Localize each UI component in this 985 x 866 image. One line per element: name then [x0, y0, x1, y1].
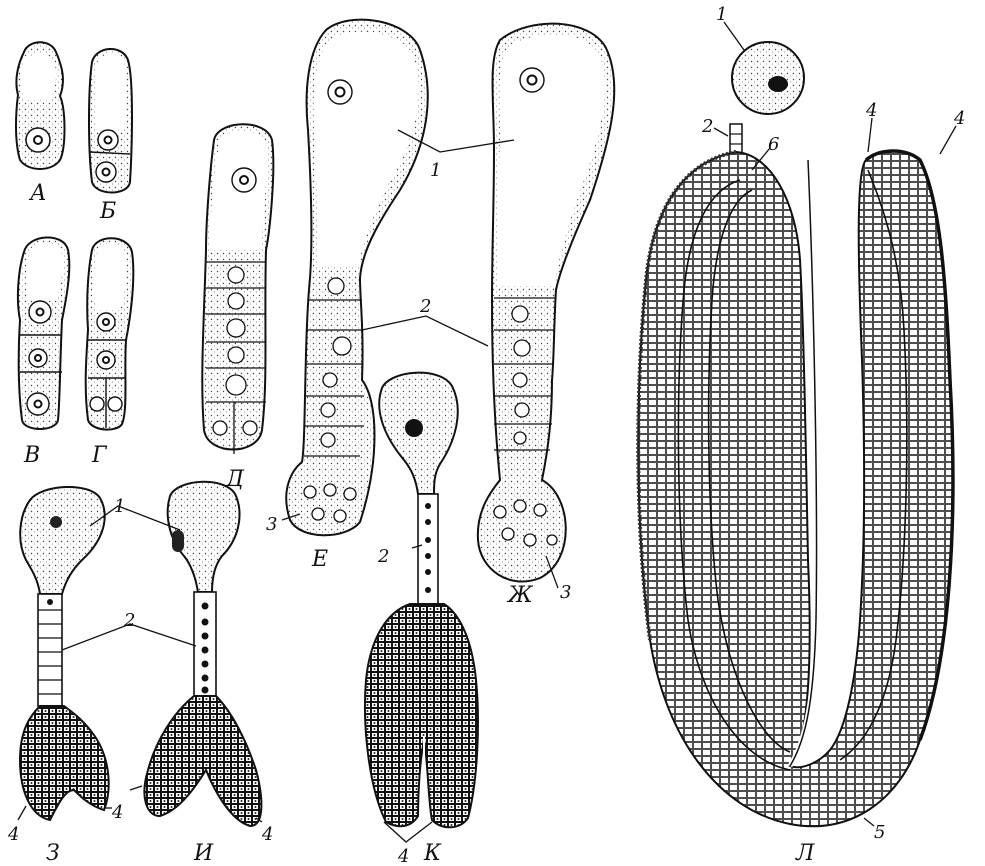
- label-stage-l: Л: [795, 841, 815, 866]
- label-5-l: 5: [874, 822, 885, 843]
- label-stage-b: Б: [99, 199, 116, 224]
- label-1-ej: 1: [430, 160, 441, 181]
- label-stage-zh: Ж: [506, 583, 534, 608]
- label-6-l: 6: [768, 134, 779, 155]
- label-stage-g: Г: [91, 443, 108, 468]
- label-3-zh: 3: [560, 582, 571, 603]
- label-stage-v: В: [23, 443, 40, 468]
- embryo-stage-a: [16, 42, 65, 169]
- label-stage-a: А: [28, 181, 47, 206]
- number-labels: 1 2 3 3 1 2 2 4 4 4 4 1 2 6 4 4 5: [7, 4, 965, 866]
- label-2-ej: 2: [419, 296, 431, 317]
- label-stage-e: Е: [311, 547, 328, 572]
- embryo-stage-d: [202, 124, 273, 454]
- label-2-zi: 2: [123, 610, 135, 631]
- label-2-l: 2: [701, 116, 713, 137]
- label-1-zi: 1: [114, 496, 125, 517]
- embryo-stage-l: [638, 42, 953, 826]
- label-stage-i: И: [193, 841, 214, 866]
- label-4-z-left: 4: [7, 824, 19, 845]
- label-stage-z: З: [46, 841, 60, 866]
- label-4-k: 4: [397, 846, 409, 866]
- embryo-stage-k: [365, 373, 478, 828]
- embryo-stage-i: [144, 482, 261, 826]
- label-1-l: 1: [716, 4, 727, 25]
- label-2-k: 2: [377, 546, 389, 567]
- embryo-stage-z: [20, 487, 109, 820]
- embryo-stage-b: [89, 49, 132, 193]
- label-4-i: 4: [261, 824, 273, 845]
- embryo-stage-g: [86, 238, 134, 429]
- label-4-z-right: 4: [111, 802, 123, 823]
- label-4-l-left: 4: [865, 100, 877, 121]
- embryo-stage-zh: [478, 24, 614, 582]
- embryo-stage-v: [18, 237, 69, 429]
- label-stage-k: К: [423, 841, 442, 866]
- label-4-l-right: 4: [953, 108, 965, 129]
- label-3-e: 3: [266, 514, 277, 535]
